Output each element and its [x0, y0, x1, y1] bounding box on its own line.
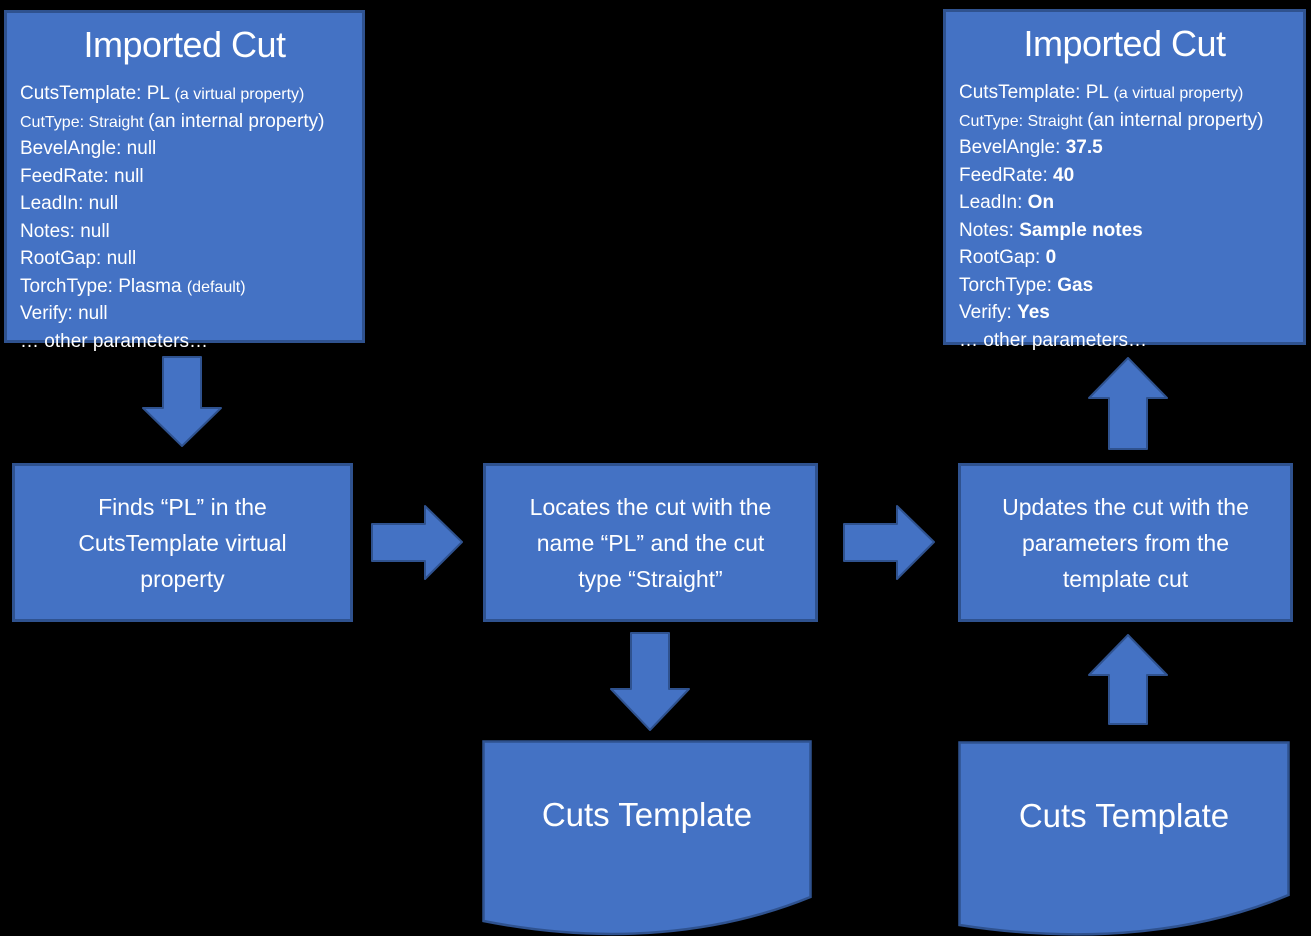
param-segment: … other parameters… — [20, 330, 208, 352]
param-line: CutType: Straight (an internal property) — [959, 108, 1299, 136]
param-segment: CutsTemplate: PL — [959, 82, 1114, 103]
param-line: TorchType: Gas — [959, 273, 1299, 301]
param-segment: On — [1027, 192, 1055, 213]
arrow-right-icon — [371, 505, 463, 580]
document-shape-icon — [482, 740, 812, 936]
param-segment: Sample notes — [1019, 219, 1143, 241]
arrow-down-icon — [142, 356, 222, 447]
param-segment: Notes: null — [20, 220, 110, 242]
doc-label: Cuts Template — [541, 796, 753, 833]
param-line: BevelAngle: null — [20, 136, 358, 164]
param-segment: FeedRate: — [959, 164, 1053, 186]
param-list: CutsTemplate: PL (a virtual property)Cut… — [959, 80, 1299, 355]
param-line: Notes: Sample notes — [959, 218, 1299, 246]
label-line: Updates the cut with the — [1002, 493, 1249, 520]
doc-cuts-template-1: Cuts Template — [482, 740, 812, 936]
param-segment: CutsTemplate: PL — [20, 83, 175, 104]
param-segment: LeadIn: — [959, 192, 1028, 213]
param-segment: RootGap: null — [20, 248, 137, 269]
param-segment: (an internal property) — [1087, 109, 1264, 131]
arrow-up-icon — [1088, 357, 1168, 450]
param-line: … other parameters… — [20, 329, 358, 357]
node-imported-cut-initial: Imported Cut CutsTemplate: PL (a virtual… — [4, 10, 365, 352]
param-segment: Yes — [1017, 302, 1050, 323]
param-line: CutType: Straight (an internal property) — [20, 109, 358, 137]
doc-cuts-template-2: Cuts Template — [958, 741, 1290, 936]
param-line: LeadIn: null — [20, 191, 358, 219]
step-label: Updates the cut with the parameters from … — [1002, 489, 1249, 597]
arrow-up-icon — [1088, 634, 1168, 725]
arrow-down-icon — [610, 632, 690, 731]
param-segment: … other parameters… — [959, 329, 1147, 351]
label-line: property — [140, 565, 225, 592]
param-segment: CutType: Straight — [20, 113, 149, 131]
label-line: Finds “PL” in the — [98, 493, 267, 520]
param-list: CutsTemplate: PL (a virtual property)Cut… — [20, 81, 358, 356]
param-line: FeedRate: 40 — [959, 163, 1299, 191]
param-segment: Gas — [1057, 274, 1094, 296]
label-line: type “Straight” — [578, 565, 723, 592]
param-segment: BevelAngle: null — [20, 138, 157, 159]
param-segment: 0 — [1045, 247, 1057, 268]
param-segment: 40 — [1053, 164, 1075, 186]
param-segment: (an internal property) — [148, 110, 325, 132]
step-locate-cut: Locates the cut with the name “PL” and th… — [483, 463, 818, 622]
param-segment: LeadIn: null — [20, 193, 119, 214]
doc-label: Cuts Template — [1018, 797, 1230, 834]
param-line: RootGap: 0 — [959, 245, 1299, 273]
node-title: Imported Cut — [83, 24, 286, 65]
param-line: RootGap: null — [20, 246, 358, 274]
label-line: Locates the cut with the — [529, 493, 772, 520]
label-line: name “PL” and the cut — [536, 529, 765, 556]
param-line: LeadIn: On — [959, 190, 1299, 218]
document-shape-icon — [958, 741, 1290, 936]
label-line: template cut — [1062, 565, 1189, 592]
param-line: Verify: Yes — [959, 300, 1299, 328]
param-segment: RootGap: — [959, 247, 1046, 268]
param-segment: TorchType: Plasma — [20, 275, 187, 297]
param-segment: TorchType: — [959, 274, 1058, 296]
param-segment: (default) — [186, 278, 246, 296]
node-imported-cut-updated: Imported Cut CutsTemplate: PL (a virtual… — [943, 9, 1306, 351]
param-segment: BevelAngle: — [959, 137, 1066, 158]
param-line: BevelAngle: 37.5 — [959, 135, 1299, 163]
label-line: parameters from the — [1021, 529, 1230, 556]
param-line: CutsTemplate: PL (a virtual property) — [959, 80, 1299, 108]
param-line: FeedRate: null — [20, 164, 358, 192]
param-segment: (a virtual property) — [1113, 85, 1244, 102]
node-title: Imported Cut — [1023, 23, 1226, 64]
param-line: … other parameters… — [959, 328, 1299, 356]
param-line: TorchType: Plasma (default) — [20, 274, 358, 302]
label-line: CutsTemplate virtual — [78, 529, 287, 556]
param-segment: CutType: Straight — [959, 112, 1088, 130]
param-segment: Verify: — [959, 302, 1018, 323]
param-segment: Notes: — [959, 219, 1020, 241]
arrow-right-icon — [843, 505, 935, 580]
param-line: CutsTemplate: PL (a virtual property) — [20, 81, 358, 109]
step-update-cut: Updates the cut with the parameters from … — [958, 463, 1293, 622]
param-segment: Verify: null — [20, 303, 108, 324]
param-segment: FeedRate: null — [20, 165, 144, 187]
step-label: Locates the cut with the name “PL” and th… — [530, 489, 772, 597]
param-line: Notes: null — [20, 219, 358, 247]
param-segment: (a virtual property) — [174, 86, 305, 103]
param-segment: 37.5 — [1065, 137, 1103, 158]
param-line: Verify: null — [20, 301, 358, 329]
